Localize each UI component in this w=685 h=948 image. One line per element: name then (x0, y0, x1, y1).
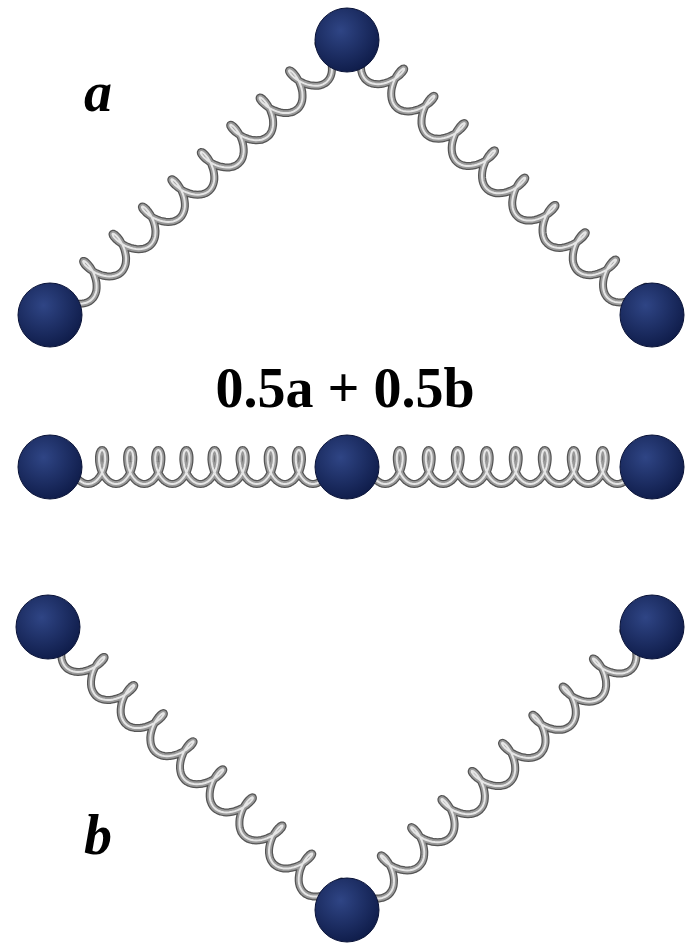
spring-coil (347, 450, 652, 484)
mass-ball (620, 283, 684, 347)
spring-coil (347, 450, 652, 484)
mass-ball (620, 435, 684, 499)
configuration-label: b (84, 807, 112, 863)
spring-coil (50, 40, 347, 315)
mass-ball (315, 8, 379, 72)
spring-coil (347, 40, 652, 315)
masses (16, 8, 684, 942)
configuration-label: a (84, 64, 112, 120)
spring-coil (347, 40, 652, 315)
spring-coil (50, 40, 347, 315)
mass-ball (315, 435, 379, 499)
mass-ball (315, 878, 379, 942)
spring-coil (48, 627, 347, 910)
spring-coil (347, 40, 652, 315)
spring-coil (48, 627, 347, 910)
mass-ball (16, 595, 80, 659)
configuration-label: 0.5a + 0.5b (215, 360, 474, 416)
springs (48, 40, 652, 910)
spring-coil (347, 627, 652, 910)
mass-ball (620, 595, 684, 659)
spring-coil (347, 450, 652, 484)
spring-coil (48, 627, 347, 910)
spring-coil (50, 450, 347, 484)
spring-coil (347, 627, 652, 910)
mass-ball (18, 435, 82, 499)
spring-coil (50, 450, 347, 484)
mass-ball (18, 283, 82, 347)
spring-coil (50, 40, 347, 315)
spring-coil (50, 450, 347, 484)
spring-coil (347, 627, 652, 910)
